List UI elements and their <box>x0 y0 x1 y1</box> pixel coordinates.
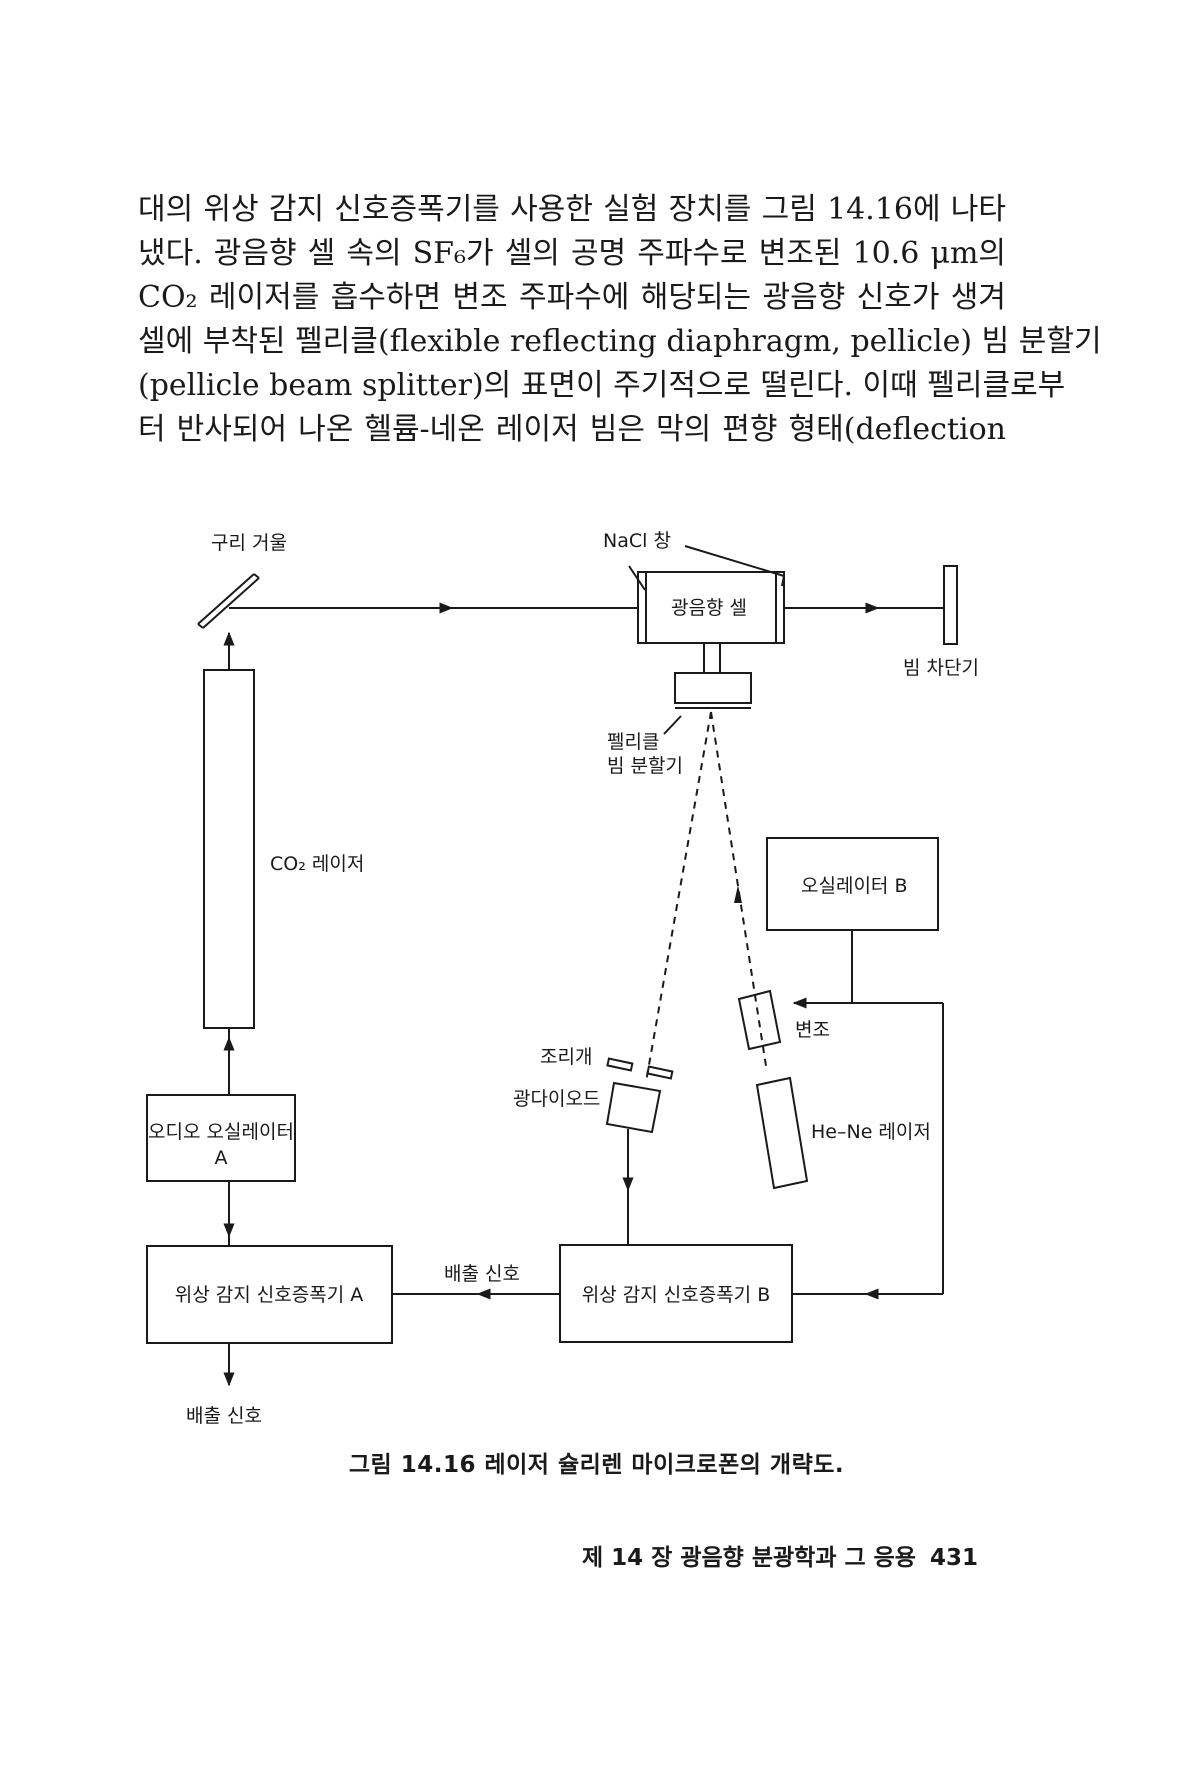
body-text-line-2: 냈다. 광음향 셀 속의 SF₆가 셀의 공명 주파수로 변조된 10.6 μm… <box>138 236 1006 271</box>
label-audio-osc-line2: A <box>215 1147 228 1169</box>
nacl-pointer-right <box>684 545 785 577</box>
iris-plate-left <box>606 1057 634 1072</box>
page-footer: 제 14 장 광음향 분광학과 그 응용 431 <box>582 1538 978 1572</box>
label-output-signal-bottom: 배출 신호 <box>186 1405 262 1427</box>
nacl-pointer-left <box>628 565 646 591</box>
label-co2-laser: CO₂ 레이저 <box>270 853 364 875</box>
pellicle-pointer <box>663 715 682 735</box>
label-copper-mirror: 구리 거울 <box>211 532 287 554</box>
body-text-line-1: 대의 위상 감지 신호증폭기를 사용한 실험 장치를 그림 14.16에 나타 <box>138 192 1006 227</box>
label-audio-osc-line1: 오디오 오실레이터 <box>148 1121 294 1143</box>
body-text-line-4: 셀에 부착된 펠리클(flexible reflecting diaphragm… <box>138 324 1102 359</box>
label-oscillator-b: 오실레이터 B <box>801 875 907 897</box>
label-pellicle-line2: 빔 분할기 <box>607 755 683 777</box>
label-lockin-a: 위상 감지 신호증폭기 A <box>175 1284 363 1306</box>
page-number: 431 <box>929 1545 978 1571</box>
label-output-signal-mid: 배출 신호 <box>444 1263 520 1285</box>
label-modulation: 변조 <box>795 1019 830 1041</box>
copper-mirror <box>197 573 260 629</box>
body-text-line-6: 터 반사되어 나온 헬륨-네온 레이저 빔은 막의 편향 형태(deflecti… <box>138 412 1006 447</box>
footer-chapter: 제 14 장 광음향 분광학과 그 응용 <box>582 1545 916 1571</box>
label-hene-laser: He–Ne 레이저 <box>811 1121 931 1143</box>
co2-laser-tube <box>203 669 255 1029</box>
beam-stop <box>943 565 958 645</box>
body-text-line-5: (pellicle beam splitter)의 표면이 주기적으로 떨린다.… <box>138 368 1066 403</box>
label-photoacoustic-cell: 광음향 셀 <box>671 597 747 619</box>
label-beam-stop: 빔 차단기 <box>903 657 979 679</box>
label-nacl-window: NaCl 창 <box>603 530 671 552</box>
hene-laser <box>755 1076 809 1190</box>
body-text-line-3: CO₂ 레이저를 흡수하면 변조 주파수에 해당되는 광음향 신호가 생겨 <box>138 280 1006 315</box>
label-lockin-b: 위상 감지 신호증폭기 B <box>582 1284 770 1306</box>
label-iris: 조리개 <box>540 1046 592 1068</box>
audio-oscillator-a-box <box>146 1094 296 1182</box>
photodiode <box>605 1081 662 1134</box>
modulator <box>737 989 782 1051</box>
iris-plate-right <box>646 1065 674 1080</box>
figure-caption: 그림 14.16 레이저 슐리렌 마이크로폰의 개략도. <box>348 1452 845 1478</box>
photoacoustic-cell <box>637 571 785 709</box>
label-photodiode: 광다이오드 <box>513 1088 600 1110</box>
reflected-hene-beam <box>645 711 712 1083</box>
label-pellicle-line1: 펠리클 <box>607 731 659 753</box>
